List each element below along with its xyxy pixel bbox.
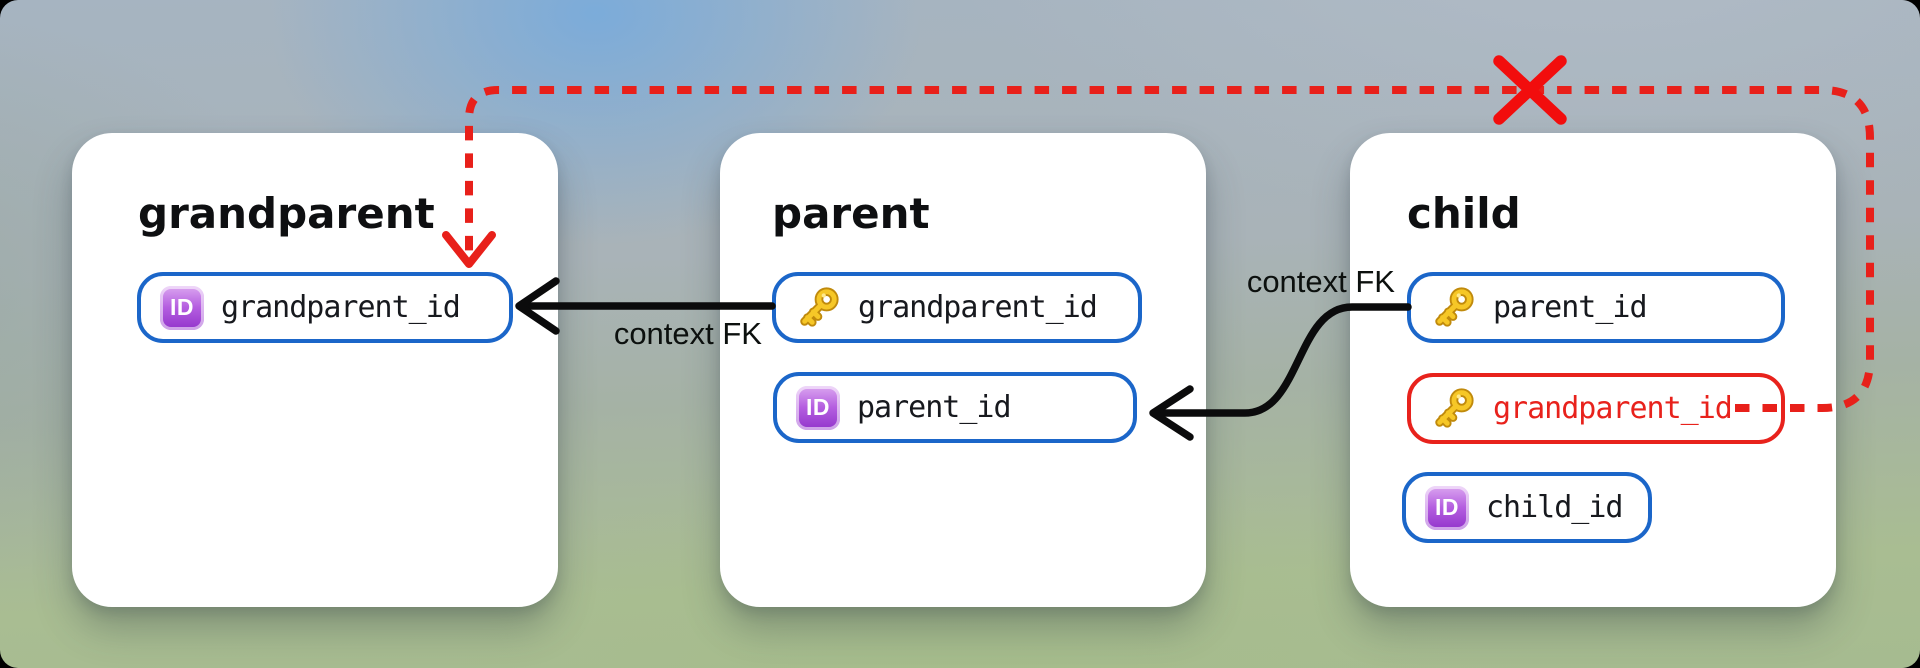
id-badge-icon: ID bbox=[1425, 485, 1469, 530]
field-label: grandparent_id bbox=[221, 290, 461, 325]
field-pill-parent-id-fk: parent_id bbox=[1407, 272, 1785, 343]
field-pill-grandparent-id-invalid: grandparent_id bbox=[1407, 373, 1785, 444]
table-card-child: child parent_id bbox=[1350, 133, 1836, 607]
key-icon bbox=[795, 285, 841, 331]
table-card-grandparent: grandparent ID grandparent_id bbox=[72, 133, 558, 607]
field-label: grandparent_id bbox=[858, 290, 1098, 325]
key-icon bbox=[1430, 386, 1476, 432]
edge-label-context-fk: context FK bbox=[1246, 264, 1395, 299]
invalid-x-icon bbox=[1493, 55, 1567, 125]
id-badge-icon: ID bbox=[796, 385, 840, 430]
table-title-child: child bbox=[1407, 189, 1521, 238]
field-label: child_id bbox=[1486, 490, 1623, 525]
table-title-parent: parent bbox=[772, 189, 930, 238]
field-pill-child-id: ID child_id bbox=[1402, 472, 1652, 543]
field-label: parent_id bbox=[857, 390, 1012, 425]
id-badge-icon: ID bbox=[160, 285, 204, 330]
field-label: parent_id bbox=[1493, 290, 1648, 325]
edge-label-context-fk: context FK bbox=[613, 316, 762, 351]
field-label: grandparent_id bbox=[1493, 391, 1733, 426]
field-pill-parent-id: ID parent_id bbox=[773, 372, 1137, 443]
table-card-parent: parent grandparent_id ID parent_id bbox=[720, 133, 1206, 607]
field-pill-grandparent-id: ID grandparent_id bbox=[137, 272, 513, 343]
key-icon bbox=[1430, 285, 1476, 331]
field-pill-grandparent-id-fk: grandparent_id bbox=[772, 272, 1142, 343]
table-title-grandparent: grandparent bbox=[138, 189, 435, 238]
